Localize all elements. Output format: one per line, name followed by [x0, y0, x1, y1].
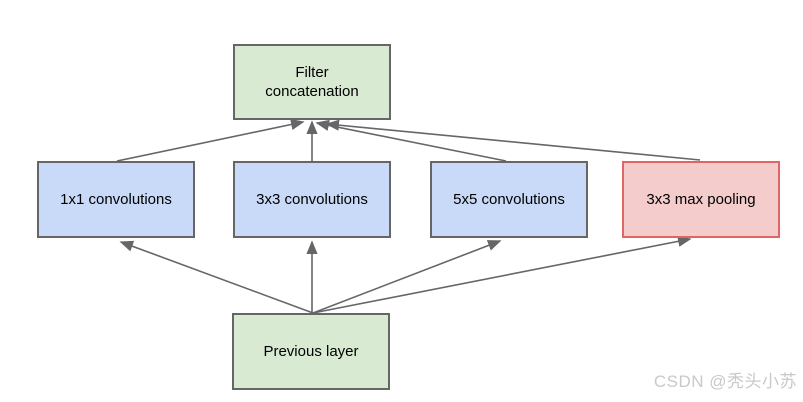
arrow-1x1-to-concat	[116, 118, 305, 162]
filter-concatenation-label: Filter concatenation	[265, 64, 359, 100]
conv-1x1-label: 1x1 convolutions	[60, 191, 172, 208]
arrow-previous-to-maxpool	[312, 235, 692, 314]
arrow-maxpool-to-concat	[325, 119, 701, 161]
arrow-5x5-to-concat	[315, 119, 507, 162]
csdn-watermark: CSDN @秃头小苏	[653, 372, 797, 391]
previous-layer-box: Previous layer	[232, 313, 390, 390]
conv-5x5-label: 5x5 convolutions	[453, 191, 565, 208]
max-pooling-box: 3x3 max pooling	[622, 161, 780, 238]
conv-3x3-box: 3x3 convolutions	[233, 161, 391, 238]
arrow-previous-to-1x1	[119, 240, 314, 314]
max-pooling-label: 3x3 max pooling	[646, 191, 756, 208]
filter-concatenation-box: Filter concatenation	[233, 44, 391, 120]
conv-1x1-box: 1x1 convolutions	[37, 161, 195, 238]
conv-5x5-box: 5x5 convolutions	[430, 161, 588, 238]
conv-3x3-label: 3x3 convolutions	[256, 191, 368, 208]
previous-layer-label: Previous layer	[263, 343, 359, 360]
arrow-previous-to-5x5	[312, 240, 502, 314]
